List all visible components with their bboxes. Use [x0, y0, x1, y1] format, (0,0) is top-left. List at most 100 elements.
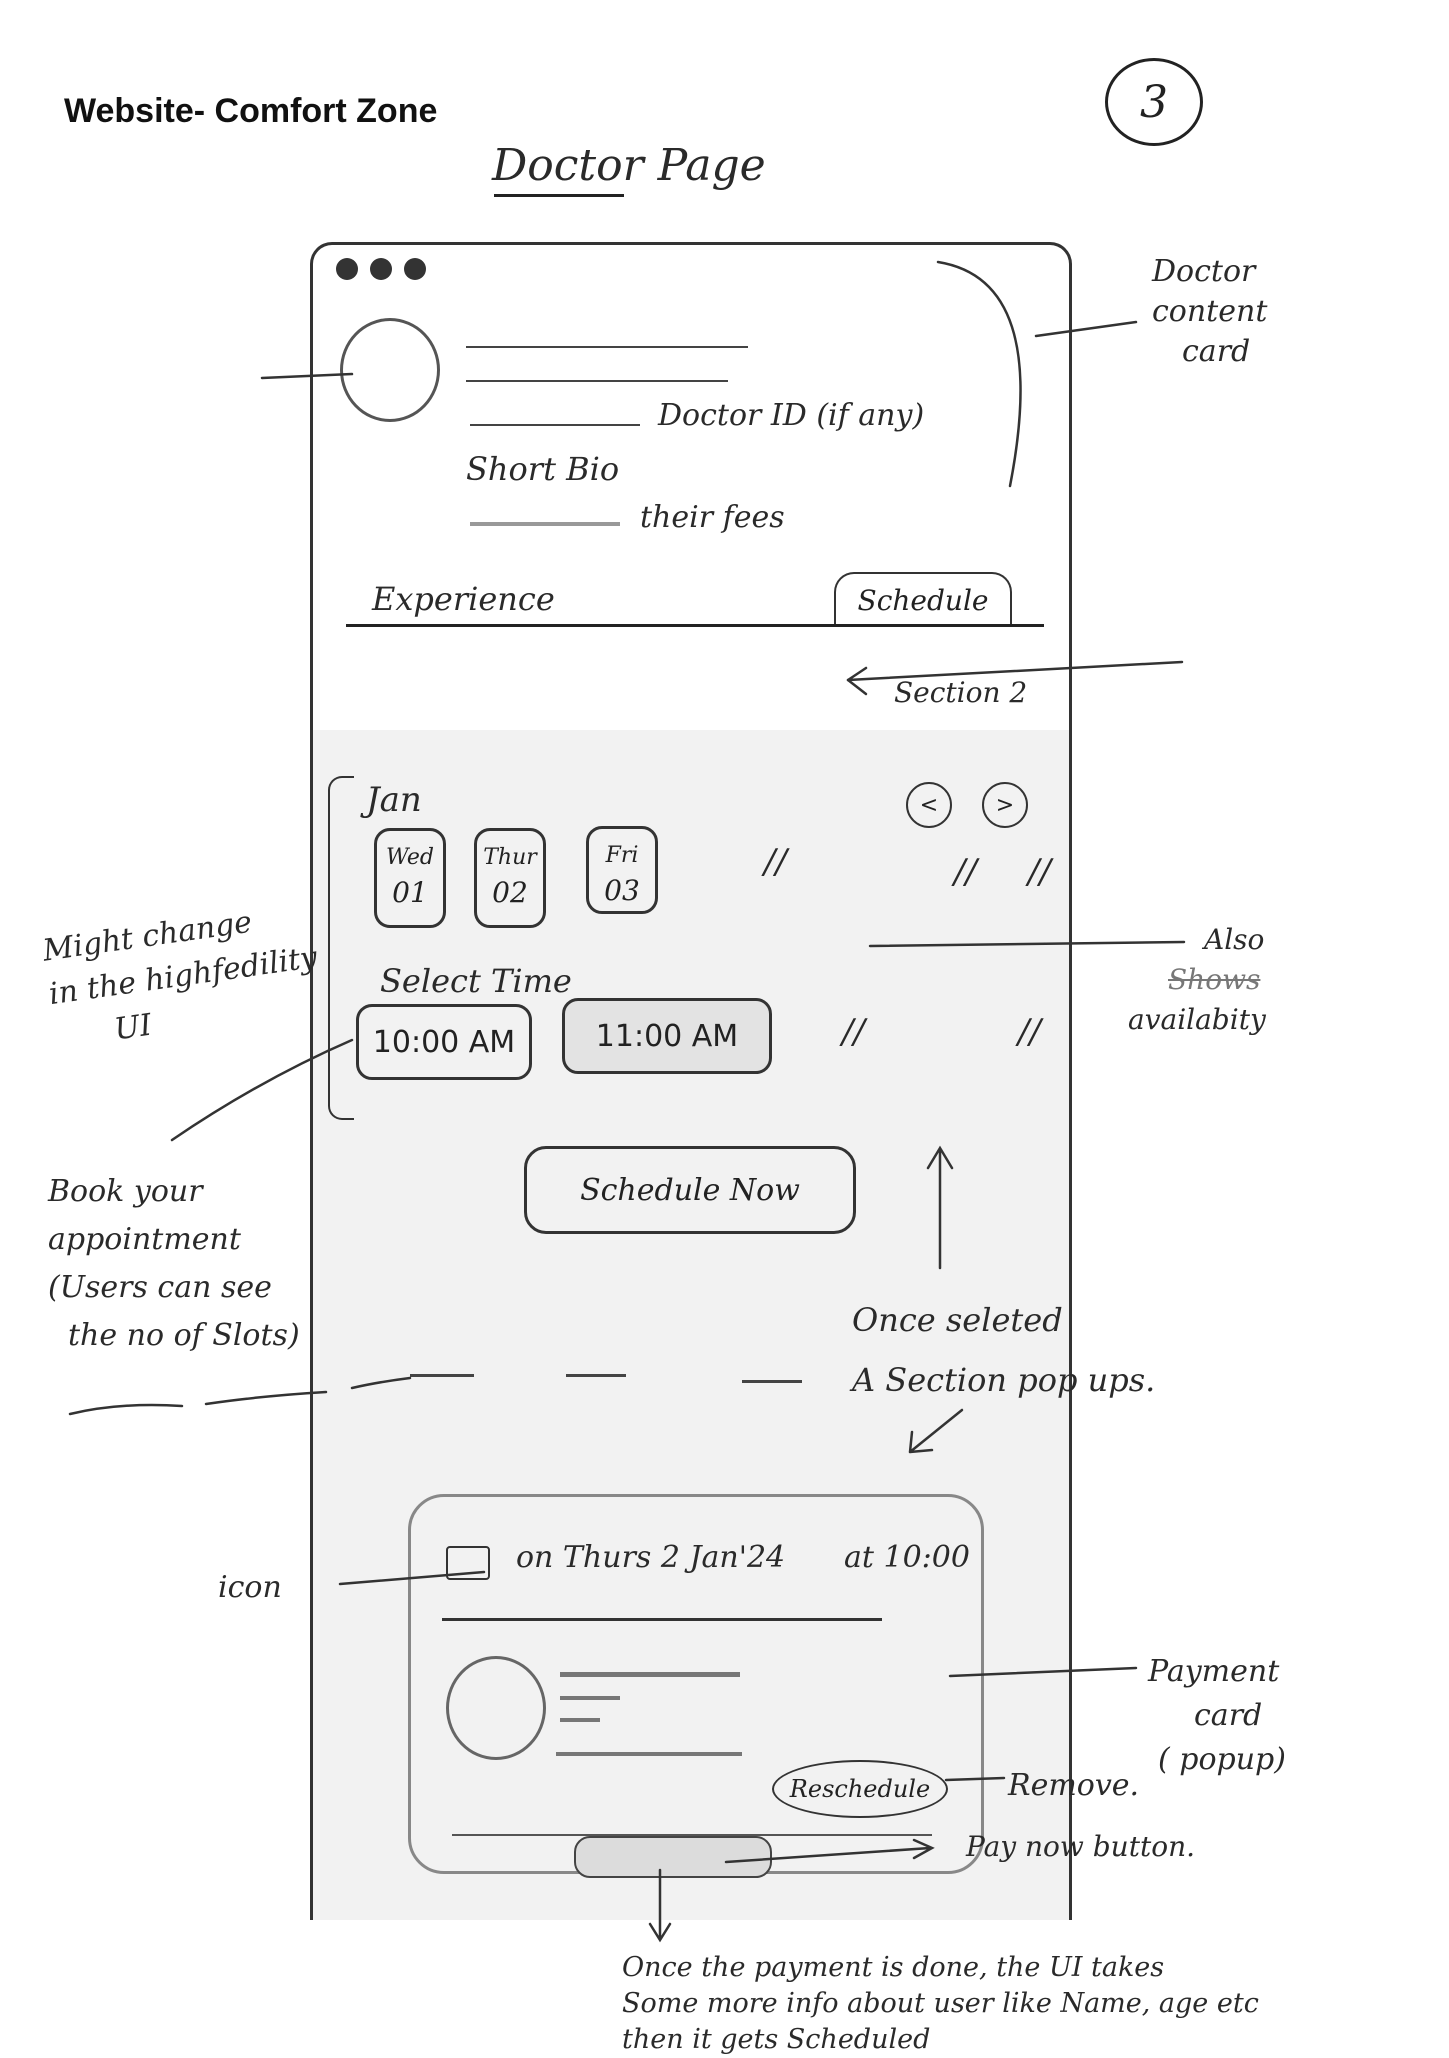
day-name: Wed: [386, 845, 434, 870]
section2-label: Section 2: [894, 676, 1028, 709]
booking-date: on Thurs 2 Jan'24: [516, 1540, 786, 1575]
doctor-avatar: [340, 318, 440, 422]
ditto-mark: //: [954, 852, 977, 892]
doctor-detail-line: [560, 1696, 620, 1700]
annotation-line: Payment: [1148, 1654, 1280, 1689]
window-dot-icon: [336, 258, 358, 280]
date-card-thur[interactable]: Thur 02: [474, 828, 546, 928]
doctor-name-line: [560, 1672, 740, 1677]
tab-baseline: [346, 624, 1044, 627]
window-dot-icon: [370, 258, 392, 280]
calendar-icon: [446, 1546, 490, 1580]
doctor-id-line: [470, 424, 640, 426]
fees-label: their fees: [640, 500, 785, 535]
card-divider: [452, 1834, 932, 1836]
annotation-book-appointment: Book your appointment (Users can see the…: [48, 1168, 300, 1360]
month-label: Jan: [366, 780, 422, 820]
connector-line: [350, 1376, 412, 1390]
connector-line: [868, 940, 1186, 948]
connector-line: [936, 260, 1022, 488]
annotation-line: (Users can see: [48, 1270, 272, 1305]
annotation-line: ( popup): [1158, 1742, 1286, 1777]
window-dot-icon: [404, 258, 426, 280]
doctor-id-label: Doctor ID (if any): [658, 398, 925, 433]
annotation-remove: Remove.: [1008, 1768, 1140, 1803]
prev-month-button[interactable]: <: [906, 782, 952, 828]
tab-schedule[interactable]: Schedule: [834, 572, 1012, 626]
ditto-mark: //: [1018, 1012, 1041, 1052]
date-card-wed[interactable]: Wed 01: [374, 828, 446, 928]
annotation-line: availabity: [1128, 1003, 1266, 1036]
annotation-payment-card: Payment card ( popup): [1148, 1650, 1286, 1782]
connector-line: [648, 1868, 672, 1943]
ditto-mark: //: [764, 842, 787, 882]
date-card-fri[interactable]: Fri 03: [586, 826, 658, 914]
doctor-detail-line: [560, 1718, 600, 1722]
annotation-line: A Section pop ups.: [852, 1361, 1156, 1399]
annotation-icon: icon: [218, 1570, 282, 1605]
section2-background: [310, 730, 1072, 1920]
doctor-detail-line: [466, 380, 728, 382]
connector-line: [1034, 320, 1138, 338]
title-underline: [494, 194, 624, 197]
annotation-line: Once seleted: [852, 1301, 1063, 1339]
reschedule-button[interactable]: Reschedule: [772, 1760, 948, 1818]
doctor-avatar: [446, 1656, 546, 1760]
page-heading: Website- Comfort Zone: [64, 92, 438, 130]
time-slot-11am[interactable]: 11:00 AM: [562, 998, 772, 1074]
short-bio-label: Short Bio: [466, 450, 620, 488]
connector-line: [908, 1408, 964, 1454]
tab-experience[interactable]: Experience: [372, 580, 555, 618]
annotation-line: appointment: [48, 1222, 241, 1257]
doctor-name-line: [466, 346, 748, 348]
connector-line: [948, 1666, 1138, 1678]
slot-dash: [742, 1380, 802, 1383]
day-number: 01: [392, 876, 428, 909]
annotation-line: content: [1152, 294, 1268, 329]
slot-dash: [566, 1374, 626, 1377]
fees-line: [470, 522, 620, 526]
day-number: 03: [604, 874, 640, 907]
annotation-line: Also: [1204, 923, 1265, 956]
day-name: Fri: [605, 843, 639, 868]
booking-time: at 10:00: [844, 1540, 970, 1575]
time-slot-10am[interactable]: 10:00 AM: [356, 1004, 532, 1080]
connector-line: [846, 660, 1184, 682]
annotation-line: the no of Slots): [68, 1318, 300, 1353]
annotation-doctor-card: Doctor content card: [1152, 252, 1267, 372]
select-time-label: Select Time: [380, 962, 572, 1000]
annotation-pay-now: Pay now button.: [966, 1830, 1196, 1863]
connector-line: [926, 1145, 954, 1270]
annotation-once-selected: Once seleted A Section pop ups.: [852, 1290, 1155, 1410]
annotation-also-shows: Also Shows availabity: [1128, 920, 1266, 1040]
calendar-bracket: [328, 776, 354, 1120]
connector-line: [68, 1403, 184, 1416]
doctor-fee-line: [556, 1752, 742, 1756]
next-month-button[interactable]: >: [982, 782, 1028, 828]
connector-line: [170, 1038, 354, 1142]
ditto-mark: //: [842, 1012, 865, 1052]
annotation-line: Once the payment is done, the UI takes: [622, 1952, 1165, 1983]
page-number: 3: [1105, 58, 1203, 146]
connector-line: [846, 666, 868, 696]
annotation-line: Doctor: [1152, 254, 1256, 289]
annotation-line: Shows: [1168, 963, 1261, 996]
booking-divider: [442, 1618, 882, 1621]
pay-now-button[interactable]: [574, 1836, 772, 1878]
annotation-line: card: [1182, 334, 1251, 369]
connector-line: [338, 1570, 486, 1586]
annotation-line: card: [1194, 1698, 1263, 1733]
connector-line: [724, 1838, 935, 1864]
annotation-line: Book your: [48, 1174, 203, 1209]
slot-dash: [410, 1374, 474, 1377]
connector-line: [260, 372, 354, 380]
annotation-line: Some more info about user like Name, age…: [622, 1988, 1259, 2019]
day-number: 02: [492, 876, 528, 909]
day-name: Thur: [483, 845, 537, 870]
connector-line: [944, 1776, 1006, 1782]
connector-line: [204, 1390, 328, 1406]
schedule-now-button[interactable]: Schedule Now: [524, 1146, 856, 1234]
ditto-mark: //: [1028, 852, 1051, 892]
page-title: Doctor Page: [492, 140, 766, 191]
